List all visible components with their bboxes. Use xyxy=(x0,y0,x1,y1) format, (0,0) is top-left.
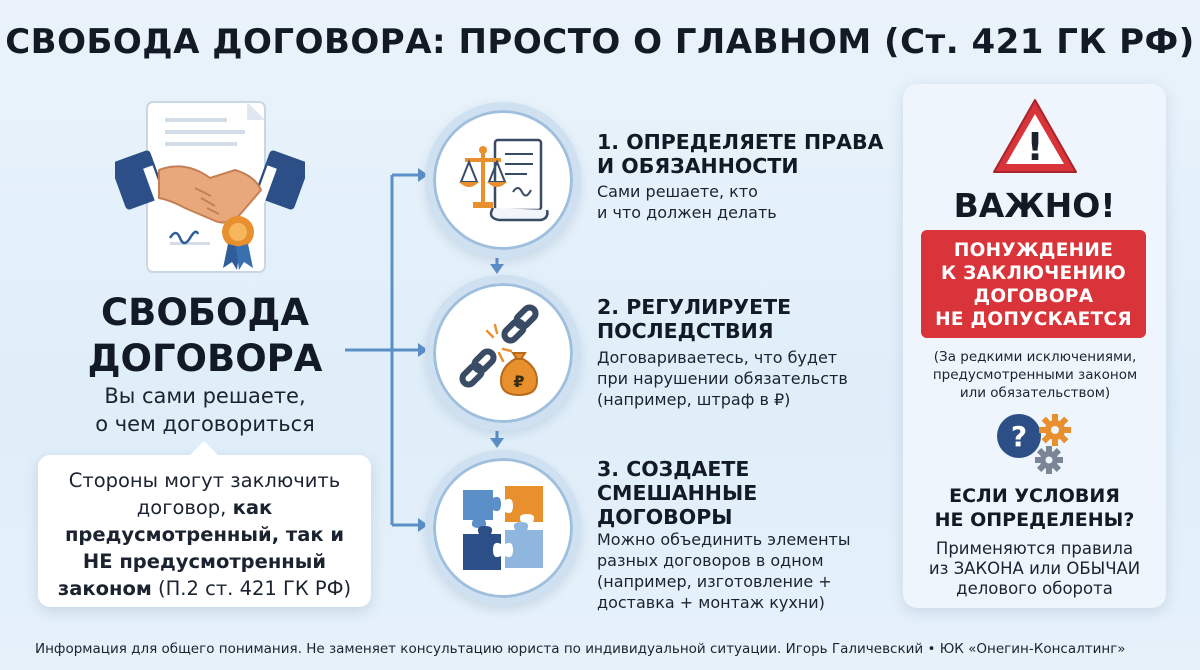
step2-title: 2. РЕГУЛИРУЕТЕ ПОСЛЕДСТВИЯ xyxy=(597,295,792,343)
important-heading: ВАЖНО! xyxy=(953,186,1116,225)
step1-icon-circle xyxy=(425,102,581,258)
legal-basis-card: Стороны могут заключить договор, как пре… xyxy=(38,441,371,607)
undefined-terms-description: Применяются правила из ЗАКОНА или ОБЫЧАИ… xyxy=(928,539,1141,598)
exceptions-note: (За редкими исключениями, предусмотренны… xyxy=(932,349,1138,401)
step1-description: Сами решаете, кто и что должен делать xyxy=(597,182,777,222)
freedom-of-contract-title: СВОБОДА ДОГОВОРА xyxy=(87,291,323,380)
step3-icon-circle xyxy=(425,450,581,606)
card-text-part2: (П.2 ст. 421 ГК РФ) xyxy=(151,577,352,600)
step2-icon-circle: ₽ xyxy=(425,275,581,431)
step1-title: 1. ОПРЕДЕЛЯЕТЕ ПРАВА И ОБЯЗАННОСТИ xyxy=(597,130,884,178)
compulsion-warning-box: ПОНУЖДЕНИЕ К ЗАКЛЮЧЕНИЮ ДОГОВОРА НЕ ДОПУ… xyxy=(921,230,1146,338)
ruble-symbol: ₽ xyxy=(513,372,524,391)
footer-disclaimer: Информация для общего понимания. Не заме… xyxy=(35,641,1126,657)
undefined-terms-heading: ЕСЛИ УСЛОВИЯ НЕ ОПРЕДЕЛЕНЫ? xyxy=(934,485,1135,531)
card-text-bold: как предусмотренный, так и НЕ предусмотр… xyxy=(57,496,345,600)
warning-mark: ! xyxy=(1026,125,1043,169)
freedom-subtitle: Вы сами решаете, о чем договориться xyxy=(95,384,315,436)
card-text-part1: Стороны могут заключить договор, xyxy=(68,469,341,519)
step3-description: Можно объединить элементы разных договор… xyxy=(597,530,851,612)
handshake-contract-icon xyxy=(115,101,305,273)
scales-document-icon xyxy=(459,138,549,222)
broken-chain-money-bag-icon: ₽ xyxy=(459,304,539,397)
step2-description: Договариваетесь, что будет при нарушении… xyxy=(597,348,848,409)
question-gears-icon: ? xyxy=(997,414,1071,474)
warning-icon: ! xyxy=(993,99,1077,173)
page-title: СВОБОДА ДОГОВОРА: ПРОСТО О ГЛАВНОМ (Ст. … xyxy=(5,22,1195,62)
step3-title: 3. СОЗДАЕТЕ СМЕШАННЫЕ ДОГОВОРЫ xyxy=(597,457,758,529)
question-mark: ? xyxy=(1011,420,1027,453)
puzzle-icon xyxy=(463,486,543,570)
